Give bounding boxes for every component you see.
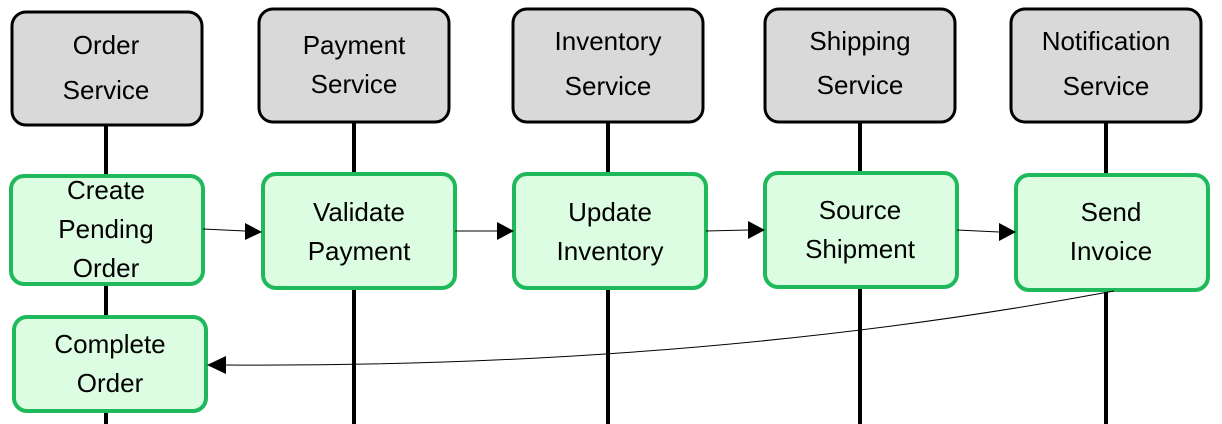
service-shipping-label-1: Shipping [809,26,910,56]
service-inventory: Inventory Service [511,7,705,124]
step-update-inventory: Update Inventory [512,172,708,290]
step-send-invoice-line-2: Invoice [1070,236,1152,266]
step-send-invoice: Send Invoice [1014,173,1210,292]
service-notification-label-1: Notification [1042,26,1171,56]
service-inventory-label-1: Inventory [555,26,662,56]
step-complete-order-line-1: Complete [54,329,165,359]
arrow-create-to-validate [202,223,262,240]
step-create-pending-order-line-2: Pending [58,214,153,244]
step-complete-order: Complete Order [12,315,208,413]
step-source-shipment-line-2: Shipment [805,234,916,264]
step-update-inventory-line-1: Update [568,197,652,227]
service-order: Order Service [10,10,204,127]
service-inventory-label-2: Service [565,71,652,101]
step-validate-payment: Validate Payment [261,172,457,290]
step-source-shipment-line-1: Source [819,195,901,225]
service-payment-label-1: Payment [303,30,406,60]
step-create-pending-order-line-3: Order [73,253,140,283]
service-notification-label-2: Service [1063,71,1150,101]
step-validate-payment-line-1: Validate [313,197,405,227]
arrow-update-to-source [705,221,765,239]
step-create-pending-order-line-1: Create [67,175,145,205]
service-order-label-2: Service [63,75,150,105]
arrow-validate-to-update [455,222,514,240]
step-validate-payment-line-2: Payment [308,236,411,266]
step-complete-order-line-2: Order [77,368,144,398]
service-notification: Notification Service [1009,7,1203,124]
step-source-shipment: Source Shipment [763,171,959,289]
arrow-head-icon [748,221,765,239]
service-shipping: Shipping Service [763,7,957,124]
arrow-head-icon [245,223,262,240]
arrow-head-icon [999,223,1016,241]
service-payment-label-2: Service [311,69,398,99]
arrow-source-to-send [956,223,1016,241]
arrow-head-icon [497,222,514,240]
service-payment: Payment Service [257,7,451,124]
service-shipping-label-2: Service [817,70,904,100]
service-order-label-1: Order [73,30,140,60]
step-update-inventory-line-2: Inventory [557,236,664,266]
arrow-send-to-complete [207,290,1115,374]
step-create-pending-order: Create Pending Order [9,174,205,286]
arrow-head-icon [207,356,226,374]
step-send-invoice-line-1: Send [1081,197,1142,227]
